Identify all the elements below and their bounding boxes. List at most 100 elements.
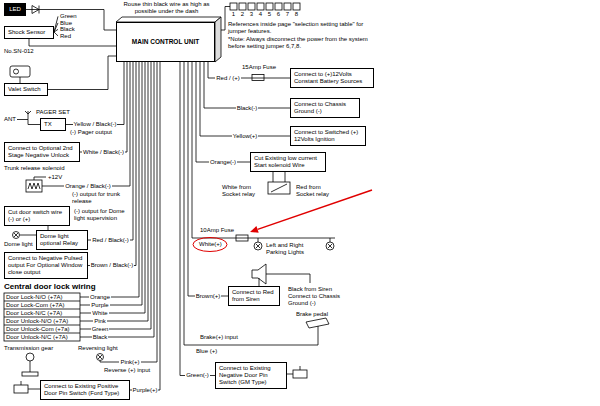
wire-label: Black [92, 334, 109, 341]
note-text: No.SN-012 [4, 48, 34, 55]
note-text: Red from Socket relay [296, 184, 340, 198]
door-pin-switch [14, 385, 28, 393]
note-text: (-) output for Dome light supervision [74, 208, 131, 222]
door-lock-table [4, 293, 80, 341]
dome-light-wire [20, 235, 37, 236]
node-text: TX [44, 121, 62, 128]
wire-label: Red [60, 33, 71, 40]
wire-connector [130, 62, 160, 390]
note-box: Cut Existing low current Start solenoid … [250, 152, 326, 172]
control-unit: MAIN CONTROL UNIT [116, 22, 215, 62]
bulb-wire [258, 238, 330, 242]
jumper-pin [257, 3, 264, 10]
valet-switch-symbol [10, 66, 30, 77]
node-text: Connect to Chassis Ground (-) [294, 101, 356, 115]
door-pin-wire [21, 381, 40, 389]
wire-connector [204, 62, 290, 108]
jumper-number: 8 [293, 11, 300, 18]
wire-label: White [91, 310, 108, 317]
gear-base [22, 372, 38, 376]
wire-label: Yellow / Black(-) [73, 121, 118, 128]
note-box: Connect to Existing Positive Door Pin Sw… [40, 380, 130, 400]
node-text: Connect to Existing Negative Door Pin Sw… [219, 365, 283, 386]
note-box: Connect to Switched (+) 12Volts Ignition [290, 126, 366, 146]
wire-connector [200, 62, 290, 136]
jumper-pin [284, 3, 291, 10]
parking-light-wire [192, 62, 335, 238]
wire-connector [196, 62, 250, 162]
led-box: LED [4, 3, 26, 16]
wire-label: Blue [60, 20, 72, 27]
note-text: Transmission gear [4, 345, 53, 352]
wire-connector [88, 62, 136, 266]
jumper-number: 3 [248, 11, 255, 18]
jumper-pin [275, 3, 282, 10]
sensor-box: Shock Sensor [4, 26, 54, 39]
jumper-pin [230, 3, 237, 10]
note-box: Cut door switch wire (-) or (+) [4, 206, 70, 226]
note-text: Left and Right Parking Lights [266, 242, 322, 256]
table-cell: Door Lock-N/C (+7A) [4, 309, 80, 317]
door-pin-wire [287, 366, 300, 374]
siren-wire [259, 274, 310, 286]
switch-box: Valet Switch [4, 83, 48, 96]
node-text: Connect to Existing Positive Door Pin Sw… [44, 383, 126, 397]
fuse-symbol [236, 238, 248, 239]
jumper-pin [248, 3, 255, 10]
node-text: Cut door switch wire (-) or (+) [8, 209, 66, 223]
note-box: Connect to Optional 2nd Stage Negative U… [4, 142, 80, 162]
table-cell: Door Lock-Com (+7A) [4, 301, 80, 309]
note-text: Rouse thin black wire as high as possibl… [118, 1, 215, 15]
bulb-filament [98, 355, 102, 359]
note-text: (-) output for trunk release [72, 191, 124, 205]
jumper-number: 7 [284, 11, 291, 18]
brake-pedal-symbol [306, 318, 329, 328]
wire-label: Pink(+) [119, 359, 140, 366]
jumper-pin [239, 3, 246, 10]
wire-connector [66, 62, 124, 125]
jumper-number: 1 [230, 11, 237, 18]
wire-label: Orange(-) [209, 159, 237, 166]
wire-label: Green(-) [185, 372, 210, 379]
wire-label: Blue (+) [196, 348, 217, 355]
fuse-symbol [236, 235, 248, 241]
note-text: Black from Siren Connect to Chassis Grou… [288, 286, 342, 307]
table-cell: Door Unlock-N/C (+7A) [4, 333, 80, 341]
note-box: Connect to (+)12Volts Constant Battery S… [290, 68, 374, 88]
relay-symbol [268, 182, 290, 194]
supply-wire [34, 177, 46, 180]
wire-label: Red / (+) [215, 75, 241, 82]
node-text: MAIN CONTROL UNIT [132, 38, 199, 45]
node-text: Connect to Switched (+) 12Volts Ignition [294, 129, 362, 143]
table-cell: Door Unlock-Com (+7a) [4, 325, 80, 333]
node-text: Connect to Red from Siren [232, 289, 276, 303]
node-text: Connect to Negative Pulsed output For Op… [8, 255, 84, 276]
note-box: Connect to Negative Pulsed output For Op… [4, 252, 88, 279]
wire-label: White / Black(-) [82, 149, 125, 156]
node-text: Shock Sensor [8, 29, 50, 36]
bulb-filament [14, 233, 18, 237]
valet-switch-symbol [14, 69, 19, 74]
note-text: White from Socket relay [222, 184, 266, 198]
note-text: ANT [4, 116, 16, 123]
wiring-drawing [4, 3, 335, 393]
note-text: Brake pedal [296, 311, 328, 318]
jumper-number: 4 [257, 11, 264, 18]
gear-shaft [30, 361, 31, 372]
note-box: Connect to Red from Siren [228, 286, 280, 306]
wire-connector [48, 56, 116, 90]
jumper-number: 2 [239, 11, 246, 18]
wire-label: Pink [93, 318, 107, 325]
wire-label: Orange / Black(-) [64, 183, 112, 190]
table-cell: Door Unlock-N/O (+7A) [4, 317, 80, 325]
note-text: +12V [48, 174, 62, 181]
node-text: Dome light optional Relay [40, 233, 84, 247]
wire-label: Purple(+) [132, 387, 159, 394]
note-text: PAGER SET [36, 109, 70, 116]
solenoid-coil [28, 183, 40, 189]
note-text: Brake(+) input [200, 334, 238, 341]
wire-label: Yellow(+) [232, 133, 259, 140]
jumper-pin [266, 3, 273, 10]
note-text: Reversing light [78, 345, 118, 352]
note-text: 15Amp Fuse [242, 64, 276, 71]
